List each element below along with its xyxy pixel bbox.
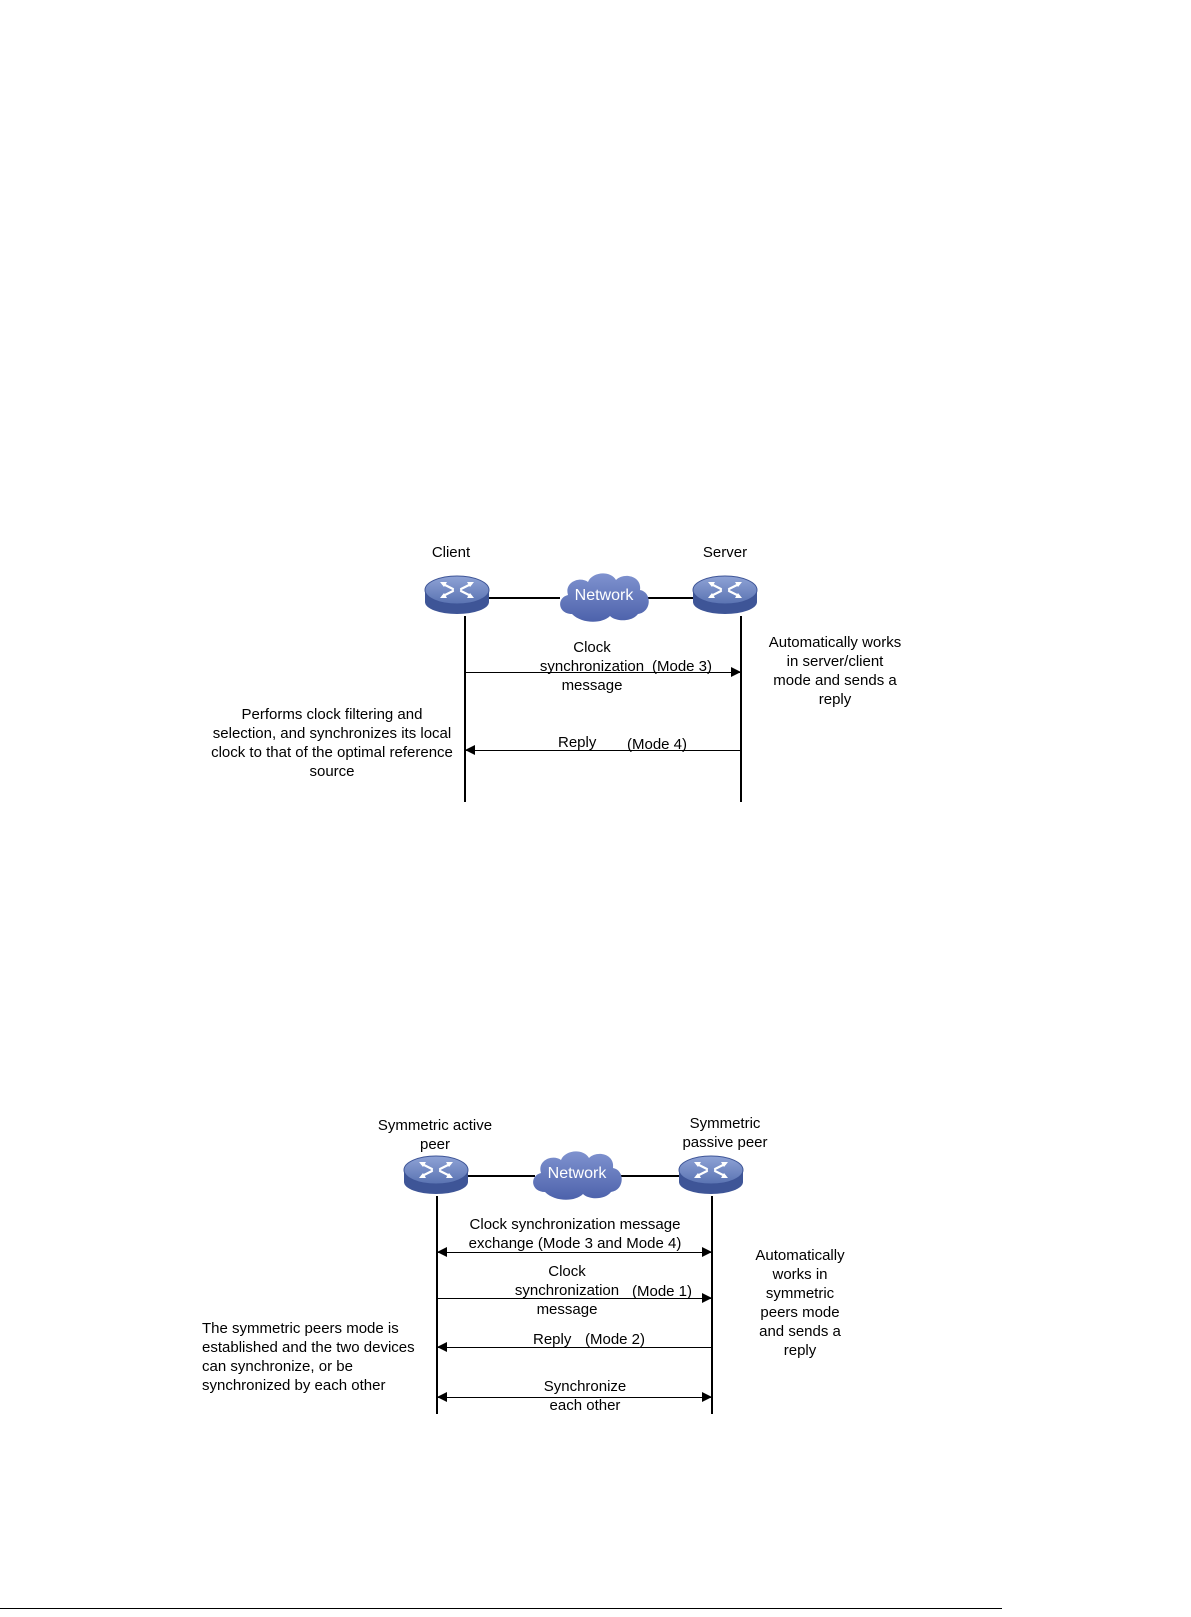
server-note: Automatically works in server/client mod… <box>768 634 902 708</box>
clock-sync-arrow <box>438 1293 712 1303</box>
arrowhead-right <box>702 1392 712 1402</box>
active-network-link <box>455 1175 535 1177</box>
arrowhead-right <box>702 1293 712 1303</box>
client-note: Performs clock filtering and selection, … <box>211 706 453 780</box>
reply-mode-label: (Mode 4) <box>627 736 688 753</box>
arrowhead-left <box>437 1342 447 1352</box>
network-server-link <box>645 597 705 599</box>
client-network-link <box>480 597 560 599</box>
passive-peer-router-icon <box>677 1154 745 1198</box>
active-peer-label: Symmetric active peer <box>377 1117 493 1153</box>
passive-peer-label: Symmetric passive peer <box>682 1115 768 1151</box>
reply-arrow <box>437 1342 711 1352</box>
client-label: Client <box>431 544 471 561</box>
network-cloud-icon: Network <box>527 1146 627 1202</box>
network-passive-link <box>620 1175 680 1177</box>
active-peer-note: The symmetric peers mode is established … <box>202 1320 415 1394</box>
server-router-icon <box>691 574 759 618</box>
client-router-icon <box>423 574 491 618</box>
reply-label: Reply <box>558 734 597 751</box>
server-label: Server <box>702 544 748 561</box>
clock-sync-mode-label: (Mode 1) <box>632 1283 693 1300</box>
clock-sync-message-label: Clock synchronization message <box>514 1263 620 1318</box>
reply-mode-label: (Mode 2) <box>585 1331 646 1348</box>
arrowhead-left <box>437 1392 447 1402</box>
page-footer-rule <box>0 1608 1002 1609</box>
message-exchange-label: Clock synchronization message exchange (… <box>468 1216 682 1252</box>
network-label: Network <box>547 1165 607 1182</box>
arrowhead-left <box>465 745 475 755</box>
clock-sync-message-label: Clock synchronization message <box>539 639 645 694</box>
passive-peer-note: Automatically works in symmetric peers m… <box>755 1247 845 1359</box>
active-peer-timeline <box>436 1196 438 1414</box>
server-timeline <box>740 616 742 802</box>
passive-peer-timeline <box>711 1196 713 1414</box>
arrowhead-right <box>731 667 741 677</box>
clock-sync-mode-label: (Mode 3) <box>652 658 713 675</box>
reply-arrow <box>465 745 740 755</box>
clock-sync-arrow <box>466 667 741 677</box>
arrowhead-right <box>702 1247 712 1257</box>
client-timeline <box>464 616 466 802</box>
message-exchange-arrow <box>437 1247 712 1257</box>
arrowhead-left <box>437 1247 447 1257</box>
network-cloud-icon: Network <box>554 568 654 624</box>
synchronize-arrow <box>437 1392 712 1402</box>
reply-label: Reply <box>533 1331 572 1348</box>
active-peer-router-icon <box>402 1154 470 1198</box>
synchronize-each-other-label: Synchronize each other <box>543 1378 627 1414</box>
network-label: Network <box>574 587 634 604</box>
